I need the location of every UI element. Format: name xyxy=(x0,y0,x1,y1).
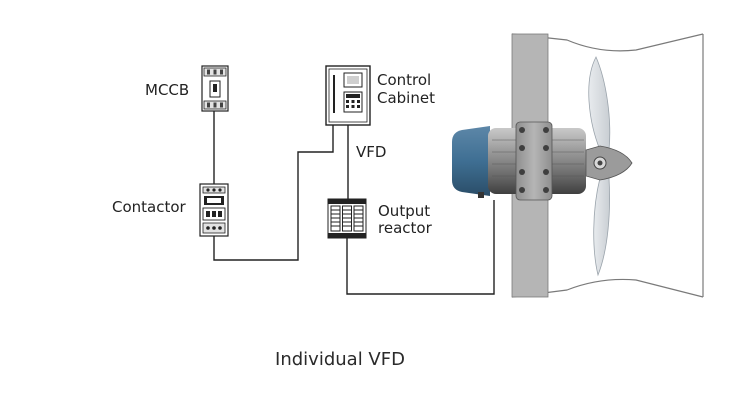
mccb-breaker-icon xyxy=(201,65,229,112)
fan-blade-lower xyxy=(593,177,610,277)
output-reactor-icon xyxy=(327,198,367,239)
motor-fan-icon xyxy=(452,33,704,298)
control-cabinet-label-line2: Cabinet xyxy=(377,89,435,107)
fan-blade-upper xyxy=(588,56,611,151)
fan-hub xyxy=(585,145,633,181)
vfd-label: VFD xyxy=(356,143,387,161)
duct xyxy=(511,33,704,298)
control-cabinet-icon xyxy=(325,65,371,126)
contactor-label: Contactor xyxy=(112,198,186,216)
mccb-label: MCCB xyxy=(145,81,190,99)
output-reactor-label-line1: Output xyxy=(378,202,431,220)
control-cabinet-label-line1: Control xyxy=(377,71,432,89)
motor-clamp xyxy=(515,121,553,201)
diagram-caption: Individual VFD xyxy=(275,349,405,370)
motor-end-cap xyxy=(452,126,490,196)
wire-contactor-cabinet xyxy=(213,125,334,261)
wire-reactor-motor xyxy=(346,200,495,295)
output-reactor-label-line2: reactor xyxy=(378,219,432,237)
wiring xyxy=(213,111,495,295)
contactor-icon xyxy=(199,183,229,237)
